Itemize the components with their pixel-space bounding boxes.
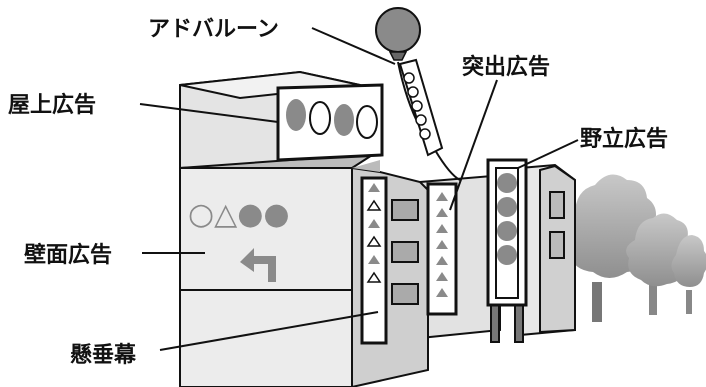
standing-sign [486, 158, 528, 343]
wall-ad: ○△●● [188, 197, 290, 282]
label-hanging-banner: 懸垂幕 [70, 343, 137, 368]
hanging-banner [360, 176, 388, 345]
tree-trunk-small [686, 290, 692, 314]
label-ad-balloon: アドバルーン [148, 17, 279, 42]
trees [563, 174, 706, 322]
ad-balloon [375, 7, 461, 181]
label-projecting-sign: 突出広告 [462, 54, 550, 80]
label-standing-sign: 野立広告 [580, 126, 668, 152]
tree-trunk-medium [649, 285, 657, 315]
arrow-turn-left-icon [240, 248, 276, 282]
building-far-right [519, 163, 576, 337]
wall-ad-symbols: ○△●● [188, 197, 290, 232]
tree-small [671, 235, 706, 287]
leader-lines [139, 27, 579, 351]
rooftop-sign [276, 83, 384, 162]
tree-trunk-large [592, 282, 602, 322]
label-rooftop-ad: 屋上広告 [8, 92, 96, 118]
label-wall-ad: 壁面広告 [24, 242, 112, 268]
